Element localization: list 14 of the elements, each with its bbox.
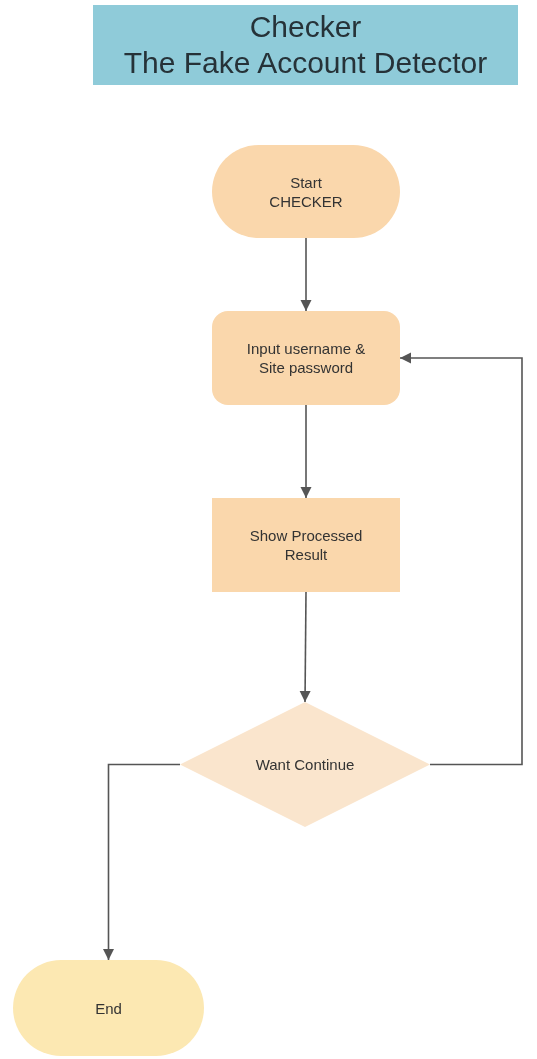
node-label: End (95, 998, 122, 1018)
arrow (299, 591, 311, 703)
arrow (399, 352, 523, 766)
node-label: Start CHECKER (268, 172, 344, 211)
arrow (102, 763, 181, 961)
node-label: Input username & Site password (245, 339, 367, 377)
title-banner: Checker The Fake Account Detector (93, 5, 518, 85)
process-box (212, 311, 400, 405)
arrow (300, 237, 312, 312)
decision-diamond (180, 702, 430, 827)
process-box (212, 498, 400, 592)
node-label: Want Continue (255, 755, 355, 774)
arrow (300, 404, 312, 499)
node-label: Show Processed Result (248, 526, 364, 564)
